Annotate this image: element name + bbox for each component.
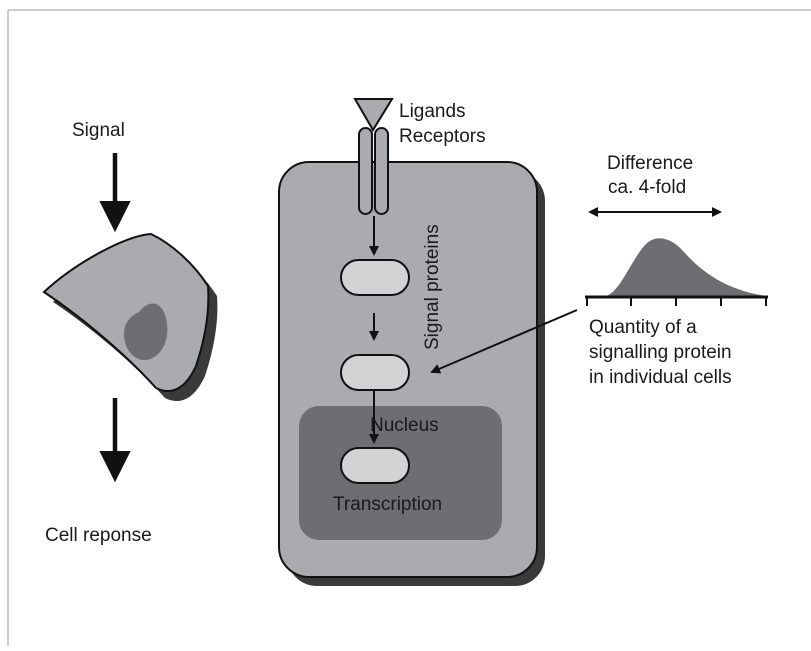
signal-label: Signal [72,120,125,141]
single-cell-group: Signal Cell reponse [42,120,218,546]
difference-label-line2: ca. 4-fold [608,177,686,198]
receptor-right [374,127,389,215]
signal-protein-2 [340,354,410,391]
distribution-curve [606,238,766,296]
distribution-group: Difference ca. 4-fold Quantity of a sign… [430,153,768,388]
cell-response-label: Cell reponse [45,525,152,546]
receptors-label: Receptors [399,126,486,147]
nucleus-label: Nucleus [370,415,439,436]
transcription-label: Transcription [333,494,442,515]
ligand-triangle [353,98,394,132]
pointer-arrow [430,309,578,374]
receptor-left [358,127,373,215]
cell-body [42,232,210,393]
quantity-label-line3: in individual cells [589,367,732,388]
signal-proteins-label: Signal proteins [422,224,443,350]
pathway-cell-group: Nucleus Transcription Ligands Receptors … [278,98,545,586]
ligands-label: Ligands [399,101,466,122]
cell-nucleus [124,303,168,361]
signal-protein-1 [340,259,410,296]
quantity-label-line1: Quantity of a [589,317,697,338]
signal-protein-3 [340,447,410,484]
quantity-label-line2: signalling protein [589,342,732,363]
difference-label-line1: Difference [607,153,693,174]
